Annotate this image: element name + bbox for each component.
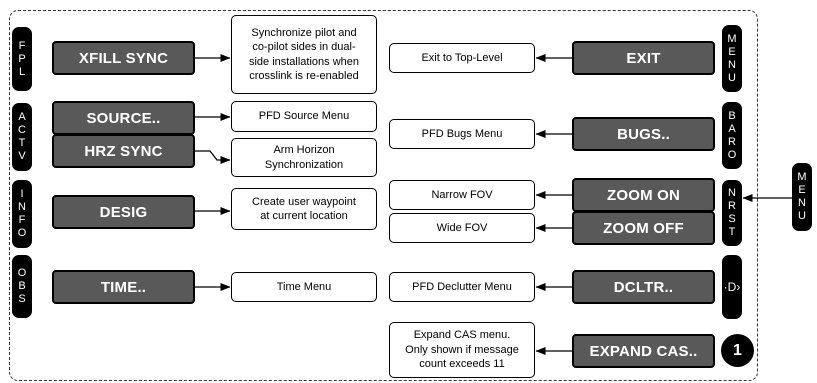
softkey-expand-cas[interactable]: EXPAND CAS.. [572,334,715,368]
desc-desig: Create user waypoint at current location [231,188,377,230]
desc-exit: Exit to Top-Level [389,43,535,73]
diagram-frame [9,10,758,381]
softkey-zoom-off[interactable]: ZOOM OFF [572,211,715,245]
bezel-baro[interactable]: B A R O [722,102,742,169]
bezel-declutter[interactable]: ·D› [722,255,742,319]
desc-time: Time Menu [231,272,377,302]
softkey-exit[interactable]: EXIT [572,41,715,75]
arrow-hrz-sync [195,150,231,164]
bezel-info[interactable]: I N F O [12,180,32,248]
softkey-dcltr[interactable]: DCLTR.. [572,270,715,304]
desc-dcltr: PFD Declutter Menu [389,272,535,302]
softkey-hrz-sync[interactable]: HRZ SYNC [52,134,195,168]
softkey-xfill-sync[interactable]: XFILL SYNC [52,41,195,75]
softkey-desig[interactable]: DESIG [52,195,195,229]
desc-xfill-sync: Synchronize pilot and co-pilot sides in … [231,15,377,94]
desc-bugs: PFD Bugs Menu [389,119,535,149]
note-marker: 1 [721,334,754,367]
softkey-zoom-on[interactable]: ZOOM ON [572,178,715,212]
bezel-nrst[interactable]: N R S T [722,180,742,246]
desc-hrz-sync: Arm Horizon Synchronization [231,138,377,177]
softkey-time[interactable]: TIME.. [52,270,195,304]
desc-zoom-off: Wide FOV [389,213,535,243]
bezel-menu[interactable]: M E N U [722,25,742,92]
desc-zoom-on: Narrow FOV [389,180,535,210]
bezel-obs[interactable]: O B S [12,255,32,318]
bezel-actv[interactable]: A C T V [12,103,32,171]
desc-expand-cas: Expand CAS menu. Only shown if message c… [389,322,535,378]
bezel-outer-menu[interactable]: M E N U [792,163,812,231]
bezel-fpl[interactable]: F P L [12,27,32,91]
softkey-bugs[interactable]: BUGS.. [572,117,715,151]
desc-source: PFD Source Menu [231,101,377,132]
